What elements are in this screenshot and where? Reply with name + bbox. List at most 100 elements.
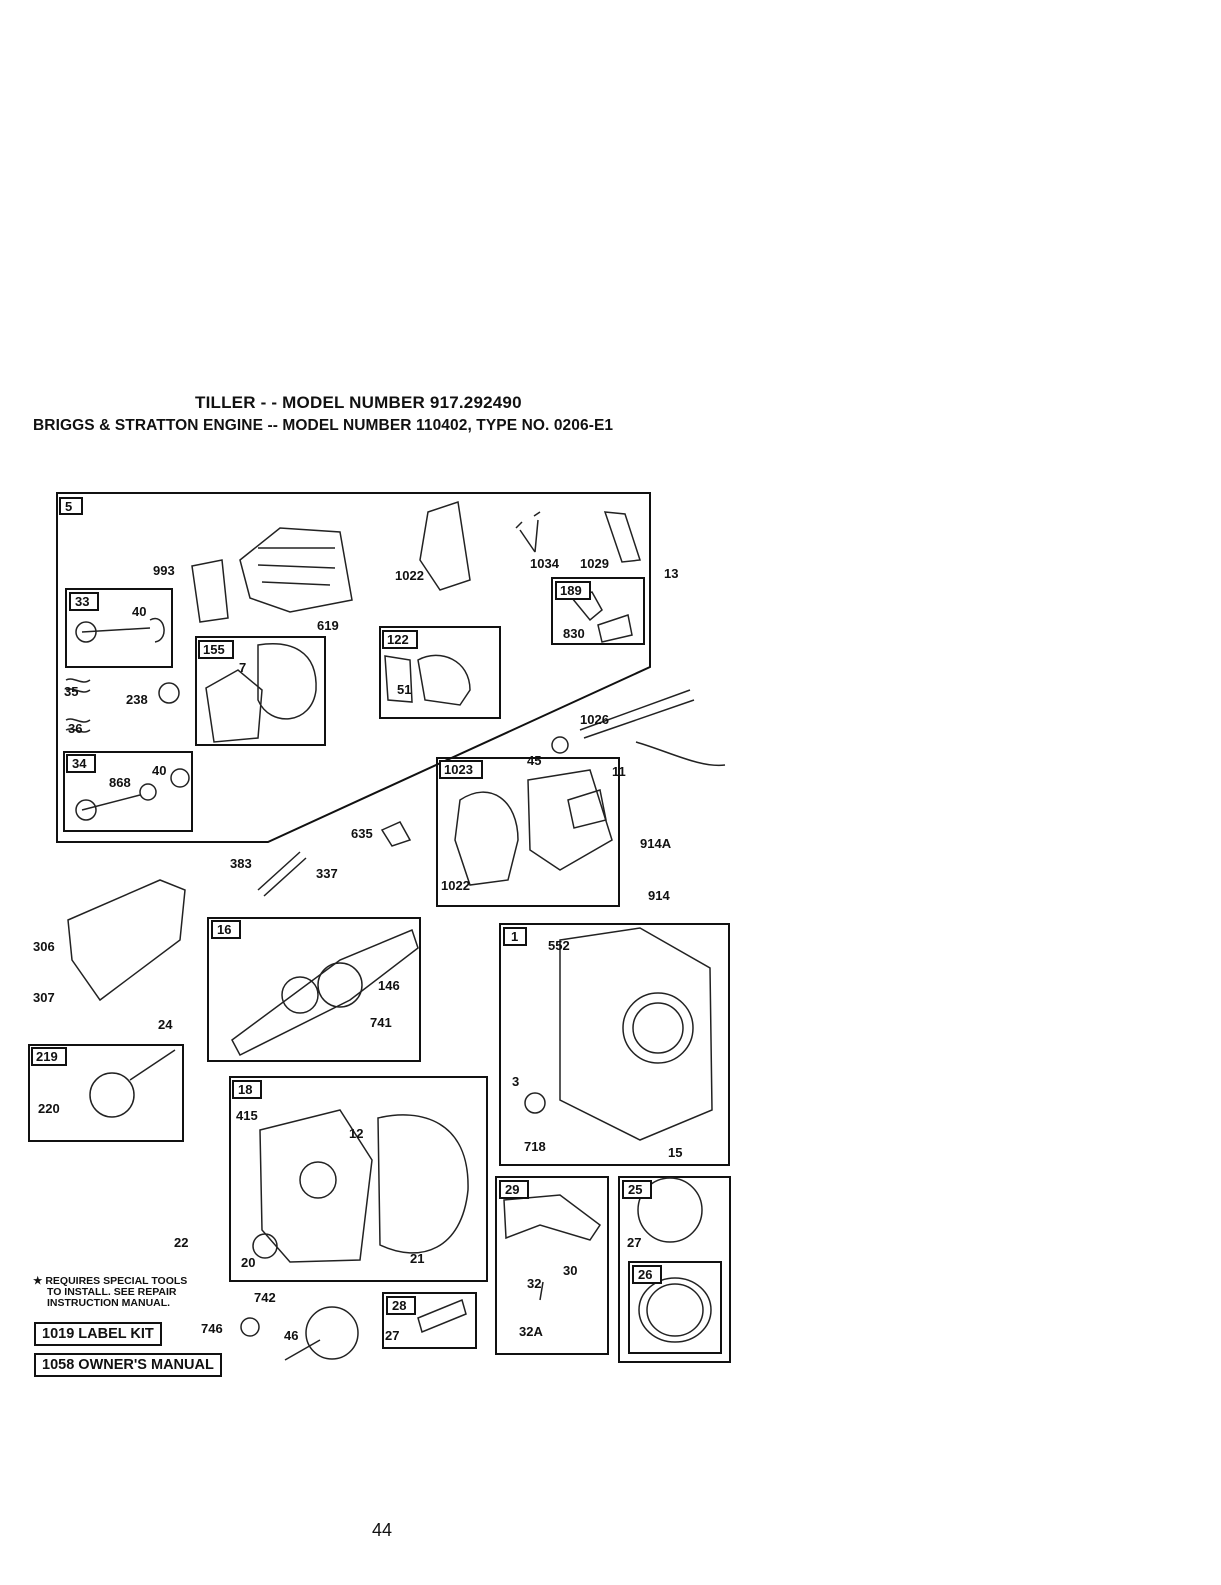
part-label: 337 [316,866,338,881]
part-label: 24 [158,1017,173,1032]
part-label: 36 [68,721,82,736]
group-label: 1 [511,929,518,944]
group-189-box [551,577,645,645]
crankcase-cover-sketch [259,1109,373,1263]
page-number: 44 [372,1520,393,1540]
gasket-51-sketch [384,655,413,703]
diagram-subtitle: BRIGGS & STRATTON ENGINE -- MODEL NUMBER… [33,417,614,434]
note-line: ★ REQUIRES SPECIAL TOOLS [33,1275,188,1287]
part-label: 7 [239,660,246,675]
group-label: 189 [560,583,582,598]
part-label: 1022 [395,568,424,583]
part-label: 1029 [580,556,609,571]
part-label: 552 [548,938,570,953]
part-label: 1022 [441,878,470,893]
gasket-7-sketch [257,643,317,720]
group-label: 34 [72,756,87,771]
part-1029-sketch [603,511,641,563]
shroud-306-sketch [67,879,186,1002]
seal-20-sketch [252,1233,278,1259]
part-label: 993 [153,563,175,578]
group-29-box [495,1176,609,1355]
part-label: 32A [519,1324,543,1339]
rings-26-sketch [638,1277,712,1343]
part-label: 830 [563,626,585,641]
gasket-1022-sketch [419,501,471,591]
group-1023-box [436,757,620,907]
group-label: 26 [638,1267,652,1282]
seal-3-sketch [524,1092,546,1114]
group-label: 155 [203,642,225,657]
group-33-box [65,588,173,668]
group-label: 219 [36,1049,58,1064]
group-16-box [207,917,421,1062]
group-34-box [63,751,193,832]
special-tools-note: ★ REQUIRES SPECIAL TOOLS TO INSTALL. SEE… [33,1276,187,1309]
group-1-box [499,923,730,1166]
cylinder-head-sketch [239,527,353,613]
part-label: 415 [236,1108,258,1123]
part-label: 914A [640,836,672,851]
part-label: 40 [132,604,146,619]
group-5-outline [56,492,651,843]
group-155-box [195,636,326,746]
part-label: 914 [648,888,670,903]
group-label: 1023 [444,762,473,777]
gear-746-sketch [240,1317,260,1337]
note-line: TO INSTALL. SEE REPAIR [47,1286,177,1298]
part-label: 3 [512,1074,519,1089]
connecting-rod-sketch [503,1194,602,1241]
part-635-sketch [380,821,412,847]
part-label: 635 [351,826,373,841]
group-18-box [229,1076,488,1282]
diagram-title: TILLER - - MODEL NUMBER 917.292490 [195,393,522,412]
group-label: 28 [392,1298,406,1313]
breather-11-sketch [635,741,726,767]
part-label: 40 [152,763,166,778]
intake-122-sketch [417,654,471,706]
gear-146-sketch [317,962,363,1008]
part-label: 383 [230,856,252,871]
part-label: 20 [241,1255,255,1270]
group-26-box [628,1261,722,1354]
part-label: 306 [33,939,55,954]
part-label: 238 [126,692,148,707]
valve-cover-sketch [527,769,613,871]
shaft-383-sketch [257,851,307,897]
part-label: 27 [627,1235,641,1250]
part-label: 51 [397,682,411,697]
pin-28-sketch [417,1298,467,1334]
part-label: 12 [349,1126,363,1141]
part-label: 868 [109,775,131,790]
camshaft-gear-sketch [305,1306,359,1360]
part-label: 741 [370,1015,392,1030]
part-label: 619 [317,618,339,633]
valve-33-sketch [81,617,165,643]
part-label: 1026 [580,712,609,727]
valve-34-sketch [81,794,141,811]
gear-219-sketch [89,1072,135,1118]
part-label: 220 [38,1101,60,1116]
gasket-1022b-sketch [454,791,519,886]
group-122-box [379,626,501,719]
group-label: 5 [65,499,72,514]
group-label: 122 [387,632,409,647]
part-label: 46 [284,1328,298,1343]
group-number-labels: 5 33 155 122 189 34 1023 16 1 219 18 29 … [31,497,662,1315]
cylinder-block-sketch [559,927,713,1141]
spring-35-sketch [65,678,91,693]
part-label: 21 [410,1251,424,1266]
note-line: INSTRUCTION MANUAL. [47,1297,171,1309]
part-label: 15 [668,1145,682,1160]
part-number-labels: 993 1022 1034 1029 13 40 619 7 51 830 35… [33,556,682,1343]
part-label: 746 [201,1321,223,1336]
owners-manual-box: 1058 OWNER'S MANUAL [34,1353,222,1377]
group-label: 18 [238,1082,252,1097]
group-label: 33 [75,594,89,609]
part-label: 11 [612,764,626,779]
group-219-box [28,1044,184,1142]
spring-36-sketch [65,718,91,733]
group-25-box [618,1176,731,1363]
gasket-12-sketch [377,1114,469,1254]
